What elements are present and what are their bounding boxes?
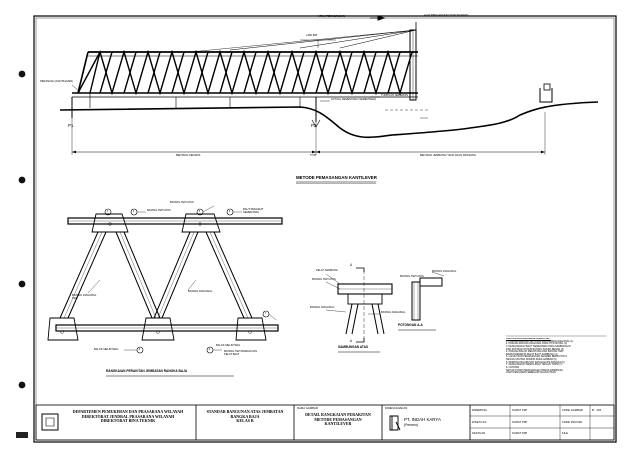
notes-line: 2. PASANG BATANG DIAGONAL PADA TITIK BUH… — [506, 342, 568, 346]
org-line: DEPARTEMEN PEMUKIMAN DAN PRASARANA WILAY… — [72, 409, 184, 414]
standard-line: RANGKA BAJA — [230, 413, 260, 419]
row-key: FILE — [562, 431, 568, 435]
truss-top-right-label: BAUT PENGIKAT SEMENTARA — [243, 208, 264, 215]
truss-number-4: 4 — [228, 209, 231, 213]
notes-line: 4. PASANG BALOK MELINTANG DAN BATANG TEP… — [506, 350, 564, 354]
span-right-label: BENTANG JEMBATAN YANG AKAN DIPASANG — [420, 154, 476, 157]
notes-line: OLEH PENGAWAS SEBELUM DILANJUTKAN — [506, 371, 556, 375]
drawing-block: DETAIL RANGKAIAN PERAKITAN METODE PEMASA… — [296, 412, 380, 427]
joint-detail-drawing — [325, 267, 393, 343]
standard-block: STANDAR BANGUNAN ATAS JEMBATAN RANGKA BA… — [198, 409, 292, 424]
row-sign: SURAT P3P — [512, 431, 528, 435]
notes-line: 1. PASANG BATANG TEPI ATAS DAN BATANG DI… — [506, 339, 574, 343]
standard-line: KELAS B — [236, 418, 254, 424]
main-title: METODE PEMASANGAN KANTILEVER — [296, 175, 377, 180]
section-a-drawing — [411, 271, 445, 321]
corner-stamp — [16, 432, 28, 438]
pier-p1-label: P1 — [68, 123, 74, 128]
drawing-line: METODE PEMASANGAN — [314, 416, 362, 422]
truss-bottom-mid-label: BALOK MELINTANG — [216, 344, 241, 347]
standard-line: STANDAR BANGUNAN ATAS JEMBATAN — [206, 409, 284, 414]
joint-label-1: PELAT SAMBUNG — [316, 269, 338, 272]
row-sign: SURAT P3P — [512, 408, 528, 412]
row-sign: SURAT P3P — [512, 420, 528, 424]
truss-number-5: 5 — [138, 347, 141, 351]
elevation-drawing — [59, 15, 599, 155]
binder-hole — [18, 70, 26, 78]
row-role: DIPERIKSA — [472, 408, 487, 412]
pier-note-label: ACTUAL SEMENTARA (SEMENTARA) — [331, 98, 377, 101]
row-key: KODE GAMBAR — [562, 408, 583, 412]
joint-title: SAMBUNGAN ATAS — [338, 345, 369, 349]
span-left-label: BENTANG PENARIK — [176, 154, 201, 157]
truss-number-1: 1 — [106, 209, 109, 213]
truss-number-6: 6 — [208, 347, 211, 351]
truss-diag-right-label: BATANG DIAGONAL — [188, 290, 213, 293]
row-val: B - 104 — [592, 408, 602, 412]
joint-label-2: BATANG TEPI ATAS — [312, 278, 336, 281]
section-label-1: BATANG DIAGONAL — [432, 270, 457, 273]
org-line: DIREKTORAT JENDRAL PRASARANA WILAYAH — [81, 413, 175, 419]
truss-number-7: 7 — [264, 311, 267, 315]
notes-lines: 1. PASANG BATANG TEPI ATAS DAN BATANG DI… — [506, 339, 608, 375]
drawing-line: KANTILEVER — [324, 421, 352, 427]
drawing-line: DETAIL RANGKAIAN PERAKITAN — [305, 412, 371, 417]
launch-direction-label: ARAH PEMASANGAN — [318, 15, 345, 18]
joint-label-4: BATANG DIAGONAL — [381, 311, 406, 314]
row-role: KESTUAN — [472, 431, 486, 435]
joint-cut-a-bottom: A — [350, 339, 353, 343]
notes-line: 8. CATATAN : — [506, 366, 521, 370]
truss-diag-left-label: BATANG DIAGONAL TEPI — [72, 294, 97, 301]
sheet-border — [33, 15, 617, 443]
company-name: PT. INDAH KARYA — [404, 417, 441, 422]
binder-hole — [18, 381, 26, 389]
company-logo — [389, 415, 401, 431]
company-label: DIRENCANAKAN — [385, 406, 408, 410]
truss-number-2: 2 — [132, 209, 135, 213]
org-block: DEPARTEMEN PEMUKIMAN DAN PRASARANA WILAY… — [62, 409, 194, 424]
notes-line: BAWAH BESERTA PELAT BAUT SAMBUNG (4) — [506, 352, 558, 356]
truss-top-left-label: BATANG TEPI ATAS — [147, 209, 171, 212]
row-key: KODE PROYEK — [562, 420, 583, 424]
truss-assembly-drawing — [47, 205, 283, 354]
binder-hole — [18, 280, 26, 288]
truss-title: RANGKAIAN PERAKITAN JEMBATAN RANGKA BAJA — [106, 369, 188, 373]
truss-number-3: 3 — [198, 209, 201, 213]
notes-heading: URUTAN PELAKSANAAN PERAKITAN : — [506, 338, 551, 340]
company-sub: (Persero) — [404, 423, 419, 427]
elevation-truss-web — [77, 49, 413, 96]
notes-line: SETIAP TAHAP PEMASANGAN HARUS DIPERIKSA — [506, 368, 563, 372]
section-title: POTONGAN A-A — [398, 323, 423, 327]
binder-hole — [18, 176, 26, 184]
cable-label: LAMI BAT — [306, 34, 318, 37]
drawing-name-label: NAMA GAMBAR — [297, 406, 318, 410]
joint-cut-a-top: A — [350, 263, 353, 267]
joint-label-3: BATANG DIAGONAL — [310, 306, 335, 309]
title-block-frame — [35, 404, 615, 441]
notes-line: SESUAI URUTAN NOMOR PADA GAMBAR (5) — [506, 358, 557, 362]
truss-bottom-right-label: BATANG TEPI BAWAH DAN PELAT BAUT — [224, 350, 257, 357]
tower-label: ALAT PENGANGKAT (DAN SEJENIS) — [424, 14, 469, 17]
truss-bottom-left-label: BALOK MELINTANG — [94, 348, 119, 351]
left-support-label: PERANCAH (KANTILEVER) — [40, 80, 74, 83]
pier-p2-label: P2 — [311, 123, 317, 128]
notes-line: 6. PERIKSA KELURUSAN DAN ELEVASI RANGKA … — [506, 360, 565, 364]
org-line: DIREKTORAT BINA TEKNIK — [100, 418, 156, 424]
notes-block: URUTAN PELAKSANAAN PERAKITAN : 1. PASANG… — [506, 338, 608, 400]
notes-line: DAN PASTIKAN POSISI BATANG SUDAH BENAR (… — [506, 347, 564, 351]
notes-line: 7. KENCANGKAN SEMUA BAUT SESUAI TORSI (7… — [506, 363, 563, 367]
truss-top-mid-label: BATANG TEPI ATAS — [170, 201, 194, 204]
notes-line: 3. KENCANGKAN BAUT SEMENTARA PADA SAMBUN… — [506, 344, 571, 348]
row-role: DISETUJUI — [472, 420, 487, 424]
bearing-note-label: TUMPUAN JEMBATAN — [381, 94, 408, 97]
section-label-2: BATANG TEPI ATAS — [400, 275, 424, 278]
notes-line: 5. LANJUTKAN PEMASANGAN SEGMEN BERIKUTNY… — [506, 355, 567, 359]
span-mid-label: TITIK — [310, 154, 317, 157]
